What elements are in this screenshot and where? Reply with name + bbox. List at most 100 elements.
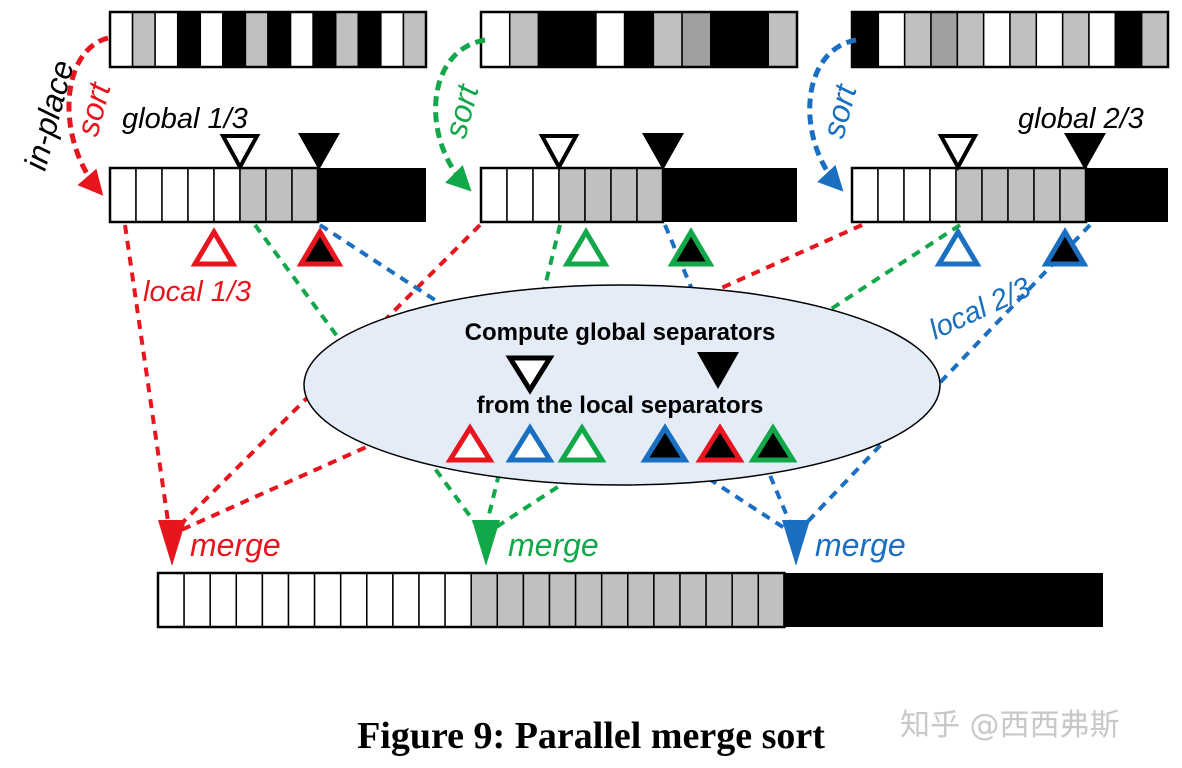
watermark: 知乎 @西西弗斯 [900, 708, 1120, 743]
sorted-cell [851, 167, 879, 223]
merged-cell [496, 572, 525, 628]
merged-cell [287, 572, 316, 628]
sort-label-green: sort [437, 80, 486, 142]
sorted-cell [1059, 167, 1087, 223]
unsorted-cell [956, 11, 985, 68]
sorted-arrays [108, 166, 1168, 224]
sorted-black-segment [318, 168, 426, 222]
sorted-cell [239, 167, 267, 223]
unsorted-cell [312, 11, 337, 68]
unsorted-cell [109, 11, 134, 68]
unsorted-cell [402, 11, 427, 68]
merge-arrowhead-red [158, 520, 186, 566]
sorted-cell [506, 167, 534, 223]
sorted-black-segment [663, 168, 797, 222]
sorted-cell [480, 167, 508, 223]
sorted-black-segment [1086, 168, 1168, 222]
merged-cell [705, 572, 733, 628]
merged-cell [757, 572, 786, 628]
sorted-cell [903, 167, 931, 223]
merge-label-green: merge [508, 527, 599, 563]
global-separators [219, 133, 1106, 172]
sorted-cell [109, 167, 137, 223]
global-sep-2-3-filled [298, 133, 340, 170]
merged-cell [627, 572, 655, 628]
unsorted-cell [930, 11, 959, 68]
sorted-cell [981, 167, 1009, 223]
sorted-cell [584, 167, 612, 223]
unsorted-cell [154, 11, 179, 68]
merged-black-segment [784, 573, 1103, 627]
unsorted-cell [222, 11, 247, 68]
merged-cell [574, 572, 603, 628]
sort-label-blue: sort [815, 80, 864, 142]
unsorted-cell [566, 11, 597, 68]
global-2-3-label: global 2/3 [1018, 103, 1144, 135]
unsorted-cell [131, 11, 156, 68]
unsorted-cell [595, 11, 626, 68]
merged-array [156, 571, 1103, 629]
unsorted-cell [1140, 11, 1169, 68]
merged-cell [339, 572, 368, 628]
unsorted-cell [652, 11, 683, 68]
sorted-cell [929, 167, 957, 223]
unsorted-cell [334, 11, 360, 68]
merged-cell [548, 572, 577, 628]
unsorted-cell [480, 11, 511, 68]
sorted-cell [187, 167, 215, 223]
unsorted-cell [1061, 11, 1090, 68]
unsorted-cell [738, 11, 770, 68]
merged-cell [522, 572, 551, 628]
merged-cell [209, 572, 238, 628]
compute-separators-ellipse [303, 284, 941, 486]
sorted-cell [265, 167, 293, 223]
global-1-3-label: global 1/3 [122, 103, 248, 135]
unsorted-cell [1114, 11, 1143, 68]
sort-arrow-blue [807, 37, 857, 192]
unsorted-cell [244, 11, 269, 68]
unsorted-cell [851, 11, 880, 68]
sorted-cell [161, 167, 189, 223]
unsorted-cell [1009, 11, 1038, 68]
unsorted-cell [767, 11, 798, 68]
merged-cell [313, 572, 342, 628]
ellipse-markers [445, 352, 798, 463]
unsorted-cell [380, 11, 405, 68]
unsorted-cell [681, 11, 712, 68]
unsorted-cell [508, 11, 540, 68]
unsorted-arrays [108, 10, 1170, 69]
sort-label-red: sort [69, 78, 118, 140]
unsorted-cell [903, 11, 932, 68]
merged-cell [470, 572, 499, 628]
merge-label-blue: merge [815, 527, 906, 563]
sorted-cell [532, 167, 560, 223]
unsorted-cell [267, 11, 292, 68]
local-separators [190, 227, 1089, 267]
merged-cell [600, 572, 629, 628]
local-1-3-label: local 1/3 [143, 276, 251, 308]
sorted-cell [213, 167, 241, 223]
merged-cell [444, 572, 472, 628]
in-place-label: in-place [17, 56, 81, 174]
merged-cell [261, 572, 290, 628]
merged-cell [235, 572, 264, 628]
merged-cell [653, 572, 681, 628]
global-sep-1-3-open [937, 134, 979, 172]
compute-line-1: Compute global separators [465, 319, 776, 346]
merge-arrowhead-blue [782, 520, 810, 566]
unsorted-cell [710, 11, 741, 68]
merged-cell [157, 572, 185, 628]
merge-arrowhead-green [472, 520, 500, 566]
sorted-cell [558, 167, 586, 223]
global-sep-2-3-filled [642, 133, 684, 170]
sorted-cell [955, 167, 983, 223]
unsorted-cell [1088, 11, 1117, 68]
local-2-3-label: local 2/3 [924, 272, 1035, 347]
red-partition-lines [123, 223, 863, 537]
sorted-cell [610, 167, 638, 223]
unsorted-cell [877, 11, 906, 68]
unsorted-cell [982, 11, 1011, 68]
global-sep-2-3-filled [1064, 133, 1106, 170]
sorted-cell [877, 167, 905, 223]
merged-cell [183, 572, 211, 628]
